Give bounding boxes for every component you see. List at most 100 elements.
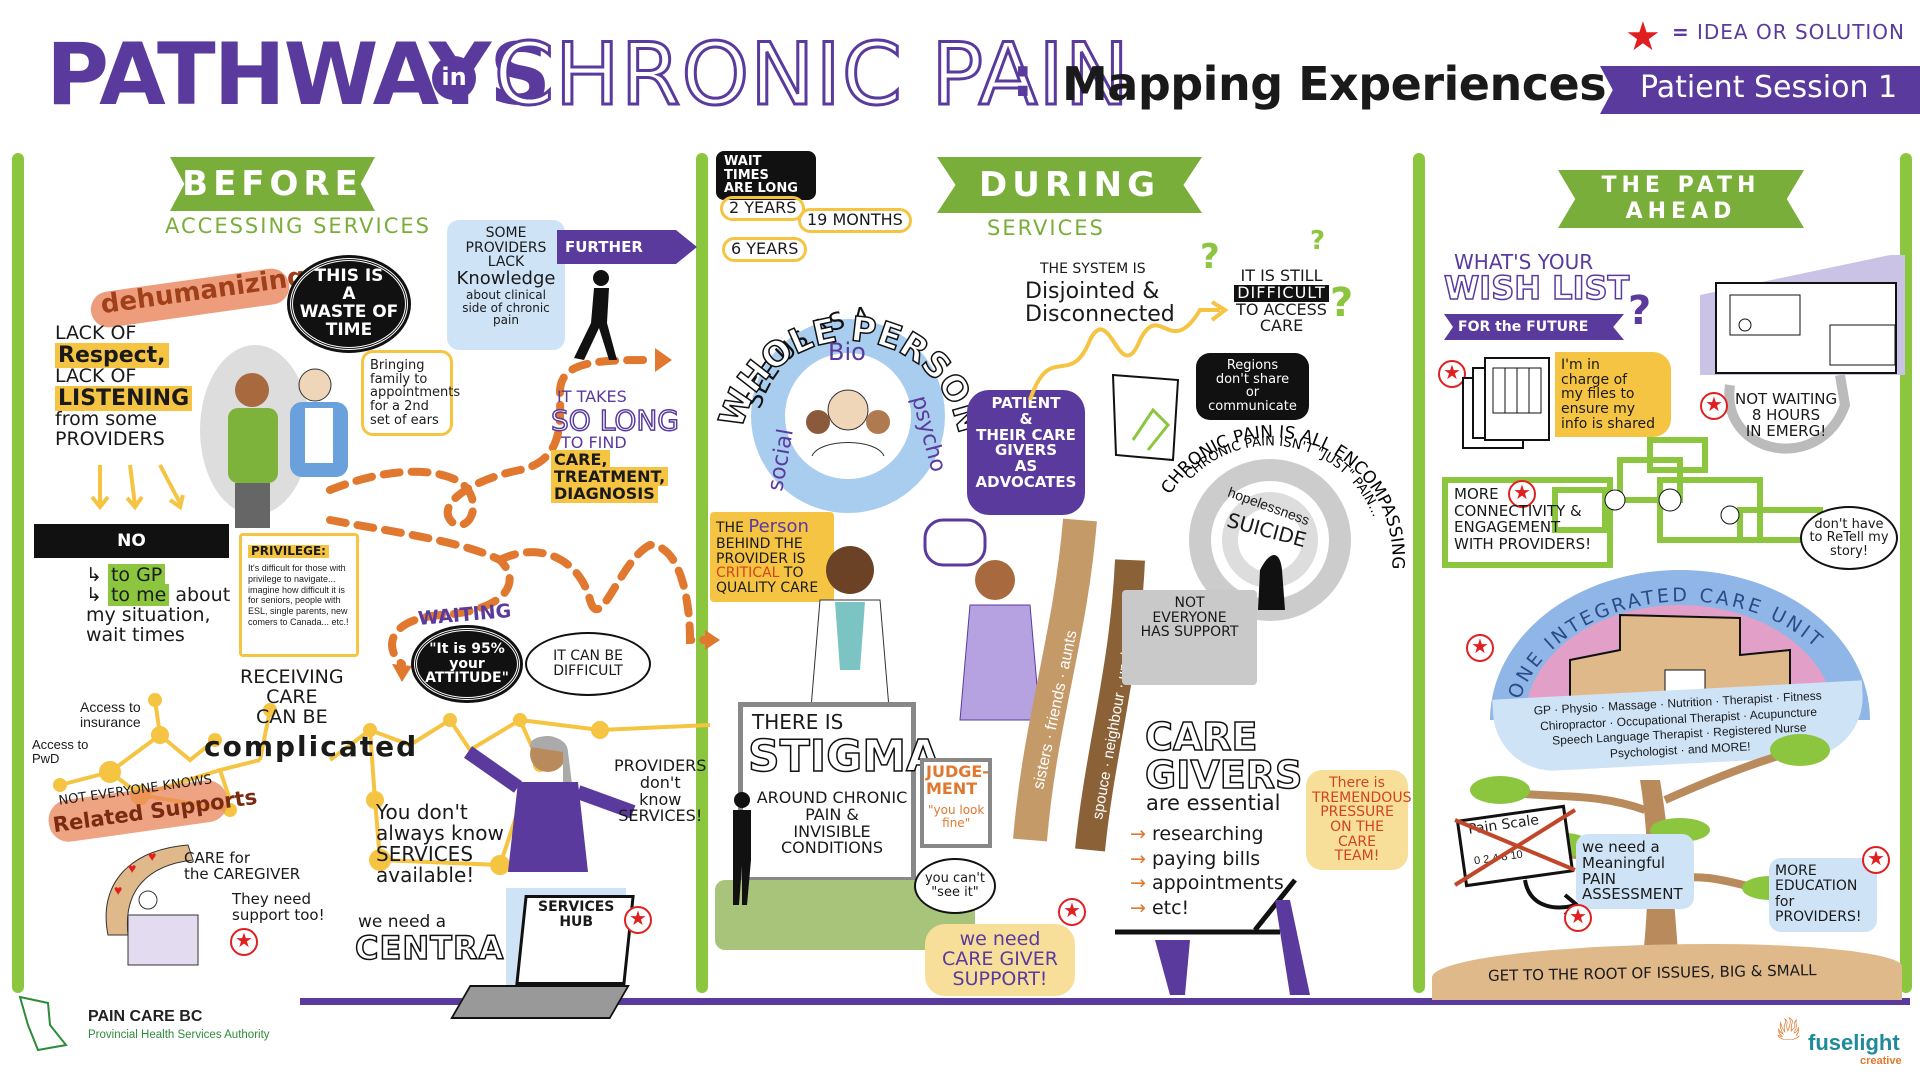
- respect-label: Respect,: [55, 342, 192, 368]
- task-label: researching: [1151, 823, 1264, 845]
- session-banner: [1600, 66, 1920, 114]
- svg-text:♥: ♥: [128, 860, 136, 876]
- complicated-label: complicated: [204, 730, 419, 763]
- waste-of-time-bubble: THIS IS A WASTE OF TIME: [290, 258, 408, 350]
- path-arrowhead: [705, 630, 720, 650]
- person-head: [827, 389, 869, 431]
- tremendous-pressure-box: There is TREMENDOUS PRESSURE ON THE CARE…: [1306, 770, 1411, 871]
- laptop-keyboard: [450, 985, 630, 1019]
- yellow-arrows-icon: [90, 464, 185, 511]
- access-insurance-label: Access to insurance: [80, 699, 141, 730]
- empty-speech-bubble: [923, 518, 987, 567]
- providers-lack-knowledge-box: SOME PROVIDERS LACK Knowledge about clin…: [447, 220, 565, 350]
- squiggle-arrow: [1028, 300, 1229, 401]
- access-pwd-label: Access to PwD: [32, 737, 89, 766]
- retell-story-bubble: don't have to ReTell my story!: [1800, 506, 1898, 570]
- idea-star-icon: ★: [1700, 392, 1728, 420]
- presenter-woman-illustration: [463, 736, 636, 872]
- all-encompassing-spiral: CHRONIC PAIN ISN'T "JUST" PAIN... CHRONI…: [1157, 422, 1408, 621]
- idea-star-icon: ★: [1564, 904, 1592, 932]
- for-future-ribbon: FOR the FUTURE: [1444, 314, 1624, 340]
- lack-of-label: LACK OF: [55, 365, 137, 388]
- circular-arrow-icon: [1724, 374, 1851, 454]
- it-takes-so-long: IT TAKES SO LONG TO FIND CARE, TREATMENT…: [550, 388, 680, 503]
- caregiver-support-box: we need CARE GIVER SUPPORT!: [925, 924, 1075, 996]
- care-label: CARE,: [551, 449, 679, 469]
- path-ahead-banner: THE PATH AHEAD: [1558, 170, 1804, 228]
- person-word: Person: [748, 516, 809, 537]
- respect-highlight: Respect,: [55, 342, 169, 368]
- disjointed-label: Disjointed & Disconnected: [1025, 279, 1175, 328]
- idea-star-icon: ★: [1438, 360, 1466, 388]
- to-gp-line: ↳ to GP: [86, 564, 230, 586]
- knowledge-label: Knowledge: [456, 268, 556, 290]
- legend-text: IDEA OR SOLUTION: [1697, 20, 1906, 44]
- patient-head: [235, 373, 269, 407]
- care-for-caregiver: CARE for the CAREGIVER: [184, 849, 301, 883]
- knowledge-detail: about clinical side of chronic pain: [462, 287, 550, 328]
- it-is-still-label: IT IS STILL: [1240, 266, 1323, 285]
- svg-text:♥: ♥: [114, 882, 122, 898]
- section-divider-2: [1413, 153, 1425, 993]
- diagnosis-highlight: DIAGNOSIS: [551, 483, 658, 503]
- lack-of-label: LACK OF: [55, 322, 137, 344]
- to-me-label: to me: [107, 583, 170, 606]
- attitude-bubble: "It is 95% your ATTITUDE": [414, 628, 520, 700]
- system-is-label: THE SYSTEM IS: [1040, 261, 1146, 277]
- cross-out-icon: [1453, 808, 1577, 887]
- bottom-rule: [300, 998, 1910, 1005]
- wait-times-label: WAIT TIMES ARE LONG: [716, 151, 816, 200]
- bc-map-logo-icon: [18, 995, 68, 1052]
- idea-star-icon: ★: [1058, 898, 1086, 926]
- wait-time-chip: 19 MONTHS: [798, 208, 912, 233]
- you-look-fine-label: "you look fine": [928, 803, 985, 830]
- legend-equals: =: [1672, 20, 1689, 44]
- cant-see-it-bubble: you can't "see it": [914, 858, 996, 914]
- during-subtitle: SERVICES: [987, 216, 1105, 240]
- central-label: CENTRAL: [354, 929, 526, 967]
- you-dont-know-services: You don't always know SERVICES available…: [376, 800, 504, 887]
- idea-star-icon: ★: [624, 906, 652, 934]
- biopsychosocial-ring: [751, 319, 945, 513]
- title-subtitle: Mapping Experiences: [1062, 57, 1607, 111]
- judgement-label: JUDGE- MENT: [926, 762, 989, 798]
- before-subtitle: ACCESSING SERVICES: [165, 214, 431, 238]
- caregiver-bed-illustration: ♥♥♥: [105, 844, 199, 966]
- the-label: THE: [716, 520, 744, 536]
- to-access-care-label: TO ACCESS CARE: [1236, 299, 1327, 336]
- privilege-title: PRIVILEGE:: [248, 545, 329, 558]
- lack-of-respect-text: LACK OF Respect, LACK OF LISTENING from …: [55, 322, 193, 450]
- listening-highlight: LISTENING: [55, 385, 193, 411]
- can-be-difficult-bubble: IT CAN BE DIFFICULT: [525, 632, 651, 696]
- question-mark: ?: [1310, 226, 1326, 256]
- judgement-sign: [920, 758, 992, 848]
- root-ground: [1432, 944, 1902, 1000]
- dashed-path-branch-1: [326, 516, 514, 668]
- during-banner: DURING: [937, 157, 1202, 213]
- so-long-label: SO LONG: [550, 403, 680, 437]
- wait-time-chip: 6 YEARS: [722, 237, 808, 262]
- patient-sweater: [228, 408, 278, 483]
- stigma-wall: [738, 702, 916, 882]
- person-behind-provider-box: THE Person BEHIND THE PROVIDER IS CRITIC…: [710, 512, 834, 602]
- family-member-head: [298, 368, 332, 402]
- patient-and-family-illustration: [200, 345, 348, 528]
- brand-name: fuselight: [1808, 1030, 1900, 1055]
- task-item: → etc!: [1130, 897, 1190, 920]
- advocates-bubble: PATIENT & THEIR CARE GIVERS AS ADVOCATES: [967, 390, 1085, 515]
- privilege-body: It's difficult for those with privilege …: [248, 563, 349, 627]
- some-providers-lack: SOME PROVIDERS LACK: [465, 225, 547, 271]
- services-hub-label: SERVICES HUB: [538, 899, 615, 930]
- wait-time-chip: 2 YEARS: [720, 196, 806, 221]
- we-need-a-label: we need a: [358, 912, 447, 932]
- org-name: PAIN CARE BC: [88, 1008, 203, 1025]
- question-mark: ?: [1628, 288, 1652, 334]
- support-network-arcs: sisters · friends · aunts spouce · neigh…: [1013, 518, 1145, 852]
- stigma-label: STIGMA: [747, 731, 941, 782]
- to-gp-label: to GP: [107, 564, 166, 586]
- are-essential-label: are essential: [1146, 791, 1281, 815]
- behind-provider-text: BEHIND THE PROVIDER IS: [716, 535, 806, 567]
- path-arrowhead: [392, 664, 412, 682]
- no-communication-details: ↳ to GP ↳ to me about my situation, wait…: [86, 564, 230, 646]
